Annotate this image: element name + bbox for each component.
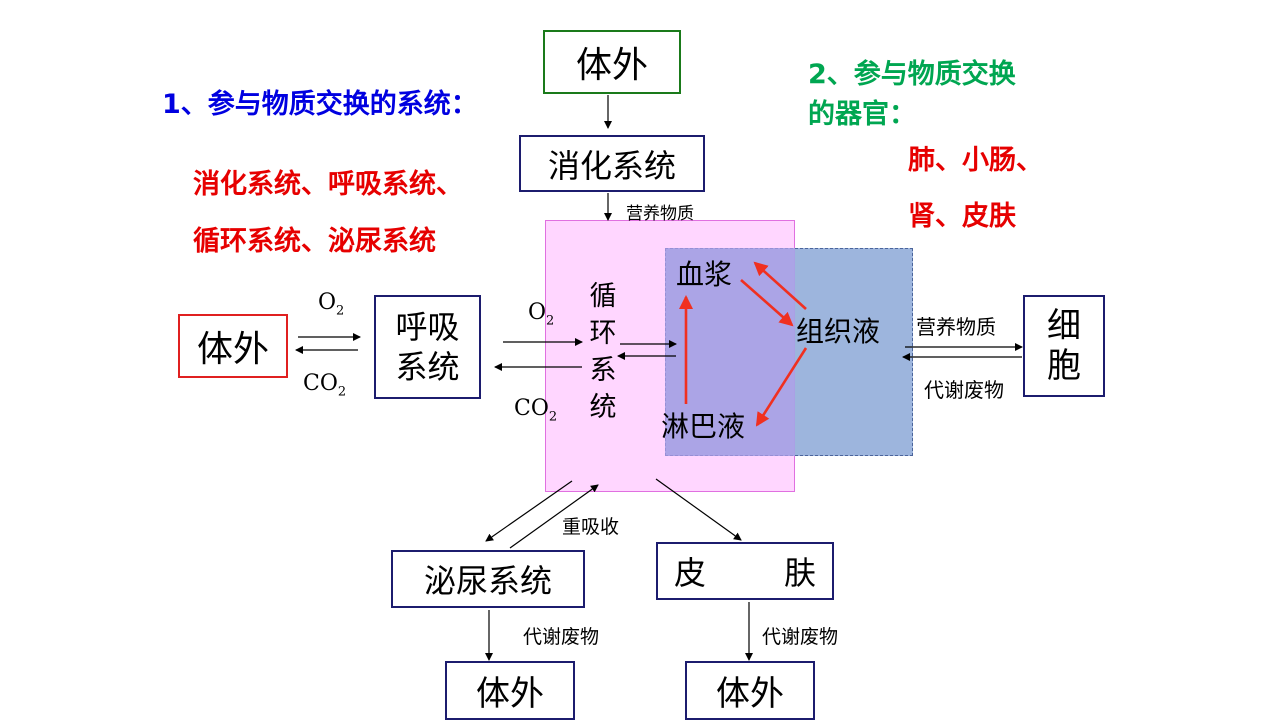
- digestive-system-box: 消化系统: [519, 135, 705, 192]
- systems-line-2: 循环系统、泌尿系统: [193, 226, 436, 257]
- organs-heading-line-1: 2、参与物质交换: [808, 59, 1016, 90]
- waste-label-urinary: 代谢废物: [523, 626, 600, 648]
- o2-label-mid: O2: [528, 300, 555, 329]
- arrow-tissue-to-plasma: [753, 261, 807, 310]
- tissue-fluid-label: 组织液: [796, 315, 881, 348]
- organs-line-2: 肾、皮肤: [908, 201, 1016, 232]
- o2-label-left: O2: [318, 290, 345, 319]
- nutrients-label-right: 营养物质: [916, 315, 996, 339]
- skin-box: 皮 肤: [656, 542, 834, 600]
- respiratory-system-box: 呼吸 系统: [374, 295, 481, 399]
- arrow-reabsorption: [509, 484, 599, 549]
- lymph-label: 淋巴液: [661, 410, 746, 443]
- waste-label-skin: 代谢废物: [762, 626, 839, 648]
- cell-box: 细 胞: [1023, 295, 1105, 397]
- systems-line-1: 消化系统、呼吸系统、: [193, 169, 463, 200]
- circulatory-char-1: 循: [589, 281, 617, 312]
- outside-box-bottom-left: 体外: [445, 661, 575, 720]
- nutrients-label-top: 营养物质: [626, 204, 694, 224]
- urinary-system-box: 泌尿系统: [391, 550, 585, 608]
- circulatory-char-4: 统: [589, 392, 617, 423]
- outside-box-bottom-right: 体外: [685, 661, 815, 720]
- systems-heading: 1、参与物质交换的系统：: [162, 89, 478, 120]
- organs-line-1: 肺、小肠、: [908, 145, 1043, 176]
- arrow-plasma-to-tissue: [740, 279, 794, 327]
- arrow-tissue-to-lymph: [755, 347, 808, 427]
- waste-label-right: 代谢废物: [924, 378, 1004, 402]
- organs-heading-line-2: 的器官：: [808, 99, 916, 130]
- circulatory-system-label: 循 环 系 统: [585, 278, 621, 426]
- arrow-circulation-to-urinary: [485, 480, 573, 542]
- arrow-circulation-to-skin: [655, 478, 742, 541]
- circulatory-char-2: 环: [589, 318, 617, 349]
- co2-label-mid: CO2: [514, 396, 558, 425]
- outside-box-top: 体外: [543, 30, 681, 94]
- co2-label-left: CO2: [303, 371, 347, 400]
- outside-box-left: 体外: [178, 314, 288, 378]
- reabsorption-label: 重吸收: [562, 516, 620, 538]
- plasma-label: 血浆: [676, 258, 733, 291]
- circulatory-char-3: 系: [589, 355, 617, 386]
